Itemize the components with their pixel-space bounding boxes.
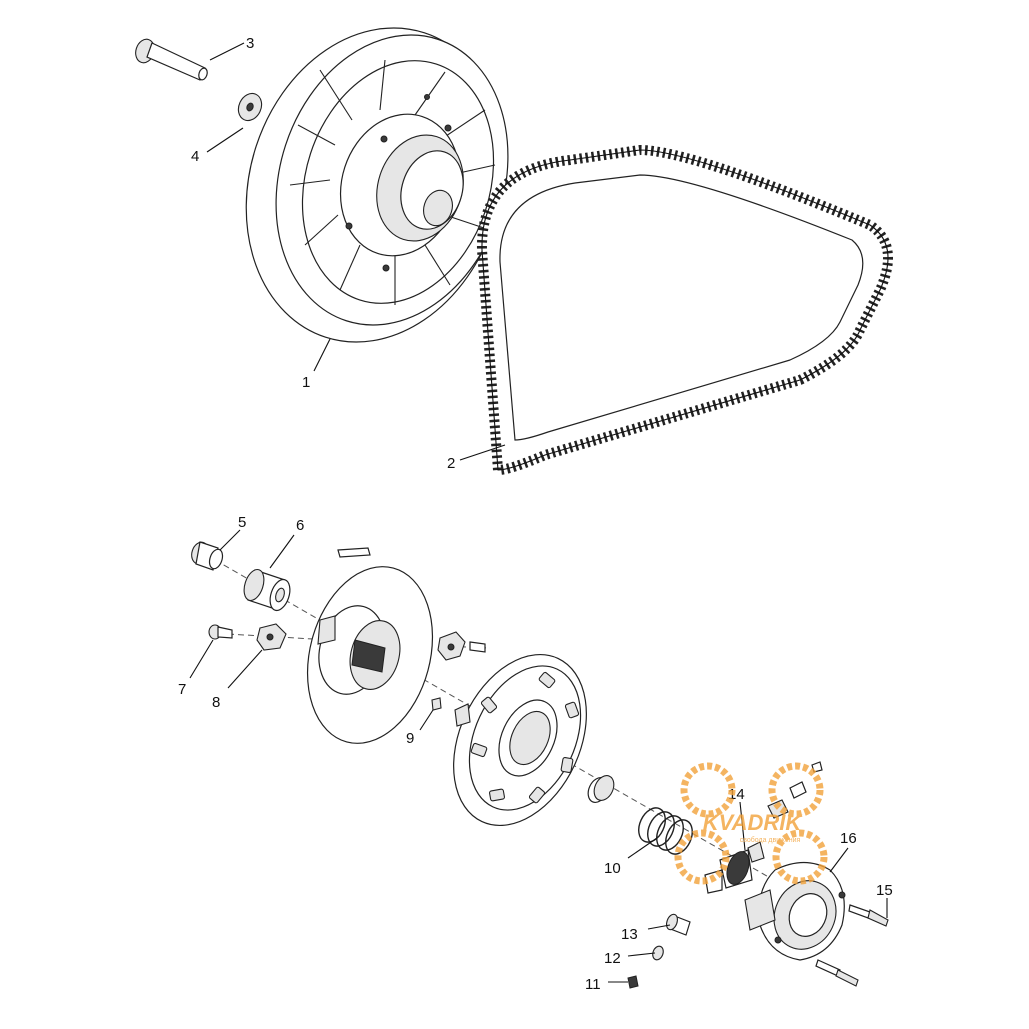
callout-5: 5 xyxy=(238,514,246,531)
fixed-sheave xyxy=(306,566,434,744)
callout-4: 4 xyxy=(191,148,199,165)
part-14-hub xyxy=(704,841,765,894)
part-2-drive-belt xyxy=(476,144,893,476)
callout-3: 3 xyxy=(246,35,254,52)
wheel-icon xyxy=(768,762,824,818)
callout-1: 1 xyxy=(302,374,310,391)
part-12-washer xyxy=(652,945,664,961)
part-3-bolt xyxy=(135,38,208,81)
callout-10: 10 xyxy=(604,860,621,877)
key-shim xyxy=(337,547,371,558)
part-5-bushing xyxy=(191,541,224,571)
callout-labels: 1 2 3 4 5 6 7 8 9 10 11 12 13 14 15 16 xyxy=(178,35,893,993)
callout-6: 6 xyxy=(296,517,304,534)
assembly-axis xyxy=(214,559,801,896)
ring-seat xyxy=(587,775,615,803)
part-6-bearing xyxy=(243,568,291,612)
callout-13: 13 xyxy=(621,926,638,943)
callout-11: 11 xyxy=(585,976,601,993)
part-16-cover xyxy=(744,861,846,961)
callout-2: 2 xyxy=(447,455,455,472)
part-13-bushing xyxy=(666,913,691,936)
kvadrik-watermark-logo: KVADRIK свобода движения xyxy=(674,762,828,885)
callout-15: 15 xyxy=(876,882,893,899)
wheel-icon xyxy=(772,829,828,885)
watermark-tagline: свобода движения xyxy=(740,836,801,844)
part-1-pulley xyxy=(245,27,509,343)
part-8-slider xyxy=(256,623,287,651)
leader-lines xyxy=(189,42,888,983)
wheel-icon xyxy=(680,762,736,818)
watermark-brand: KVADRIK xyxy=(703,810,804,835)
callout-7: 7 xyxy=(178,681,186,698)
callout-16: 16 xyxy=(840,830,857,847)
part-11-clip xyxy=(627,975,639,989)
part-7-pin xyxy=(208,624,233,640)
part-4-washer xyxy=(237,92,263,122)
wheel-icon xyxy=(674,829,730,885)
callout-8: 8 xyxy=(212,694,220,711)
callout-12: 12 xyxy=(604,950,621,967)
callout-9: 9 xyxy=(406,730,414,747)
part-9-key xyxy=(431,697,442,711)
part-10-spring xyxy=(638,807,693,855)
part-15-screws xyxy=(815,904,889,987)
slider-right xyxy=(437,631,486,661)
movable-sheave xyxy=(453,653,587,827)
